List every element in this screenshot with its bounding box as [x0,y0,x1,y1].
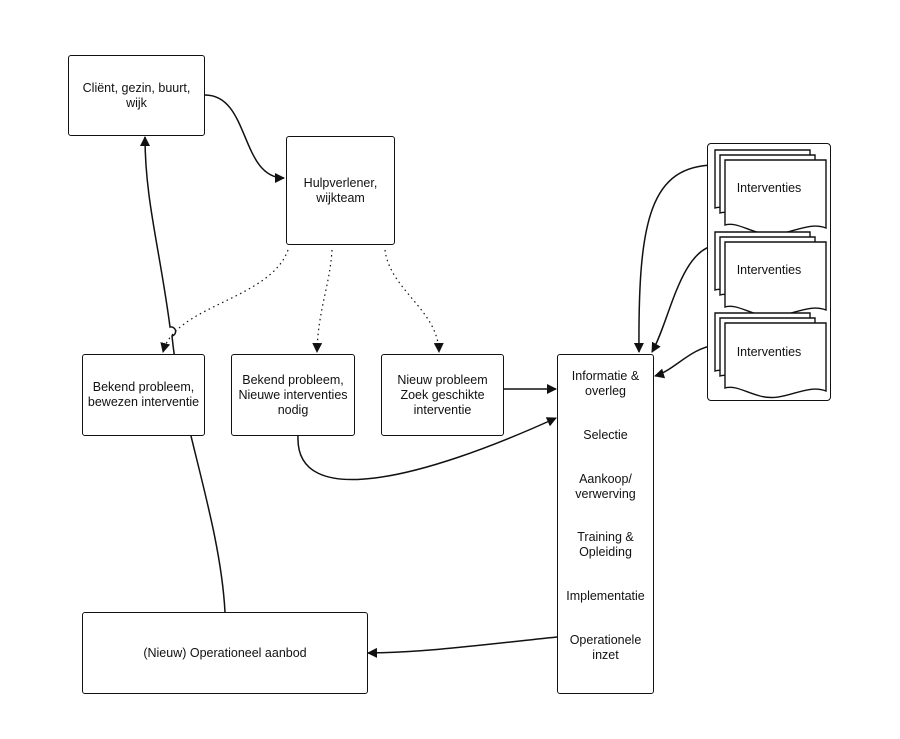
node-nieuw-probleem-label: Nieuw probleem Zoek geschikte interventi… [397,372,488,417]
edge-bekend-nieuw-to-process [297,417,557,481]
process-step-training: Training & Opleiding [577,530,634,559]
node-nieuw-probleem: Nieuw probleem Zoek geschikte interventi… [381,354,504,436]
node-bekend-bewezen-label: Bekend probleem, bewezen interventie [87,380,200,409]
node-hulpverlener: Hulpverlener, wijkteam [286,136,395,245]
process-step-operationele: Operationele inzet [569,633,642,662]
edge-hulpverlener-to-bekend-bewezen [160,249,289,353]
process-step-informatie: Informatie & overleg [571,369,640,398]
document-label-1: Interventies [736,181,802,195]
node-bekend-nieuw-label: Bekend probleem, Nieuwe interventies nod… [238,372,348,417]
node-hulpverlener-label: Hulpverlener, wijkteam [303,175,378,205]
edge-process-to-operationeel [367,636,558,658]
node-bekend-bewezen: Bekend probleem, bewezen interventie [82,354,205,436]
edge-hulpverlener-to-nieuw-probleem [384,249,444,353]
node-bekend-nieuw: Bekend probleem, Nieuwe interventies nod… [231,354,355,436]
edge-operationeel-to-client [140,136,226,613]
node-client-label: Cliënt, gezin, buurt, wijk [82,80,191,110]
edge-documents-1-to-process [633,164,717,353]
document-label-2: Interventies [736,263,802,277]
edge-documents-2-to-process [651,244,717,353]
edge-client-to-hulpverlener [204,94,285,183]
process-step-implementatie: Implementatie [566,589,645,603]
node-client: Cliënt, gezin, buurt, wijk [68,55,205,136]
node-operationeel: (Nieuw) Operationeel aanbod [82,612,368,694]
process-column: Informatie & overleg Selectie Aankoop/ v… [557,354,654,694]
process-step-aankoop: Aankoop/ verwerving [575,472,636,501]
node-operationeel-label: (Nieuw) Operationeel aanbod [143,645,307,660]
edge-hulpverlener-to-bekend-nieuw [312,249,333,353]
document-label-3: Interventies [736,345,802,359]
process-step-selectie: Selectie [583,428,628,442]
